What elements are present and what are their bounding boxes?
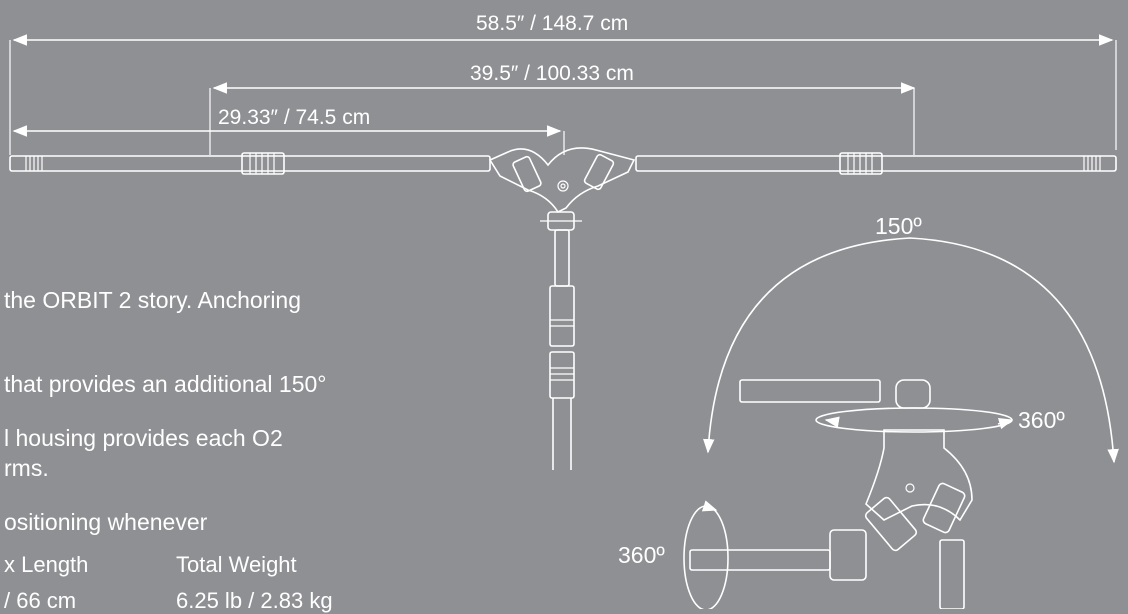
dimension-middle: 39.5″ / 100.33 cm (209, 62, 916, 155)
description-paragraph-2: l housing provides each O2 ositioning wh… (4, 368, 283, 564)
dimension-middle-label: 39.5″ / 100.33 cm (470, 62, 634, 85)
spec-length-label: x Length (4, 552, 89, 577)
spec-length-value: / 66 cm (4, 588, 77, 613)
dimension-overall-label: 58.5″ / 148.7 cm (476, 12, 628, 35)
angle-360-left-label: 360º (618, 542, 665, 568)
dimension-inner: 29.33″ / 74.5 cm (12, 106, 565, 155)
orbit-arm-extended (9, 147, 1117, 470)
dimension-inner-label: 29.33″ / 74.5 cm (218, 106, 370, 129)
spec-weight-value: 6.25 lb / 2.83 kg (176, 588, 333, 613)
angle-360-right-label: 360º (1018, 407, 1065, 433)
spec-weight-label: Total Weight (176, 552, 297, 577)
description-line: the ORBIT 2 story. Anchoring (4, 287, 302, 313)
description-line: ositioning whenever (4, 509, 208, 535)
description-paragraph-1: the ORBIT 2 story. Anchoring that provid… (4, 230, 326, 510)
description-line: that provides an additional 150° (4, 371, 327, 397)
rotation-detail: 150º 360º 360º (618, 213, 1119, 609)
description-line: rms. (4, 455, 49, 481)
description-line: l housing provides each O2 (4, 425, 283, 451)
dimension-overall: 58.5″ / 148.7 cm (9, 12, 1117, 155)
angle-150-label: 150º (875, 213, 922, 239)
